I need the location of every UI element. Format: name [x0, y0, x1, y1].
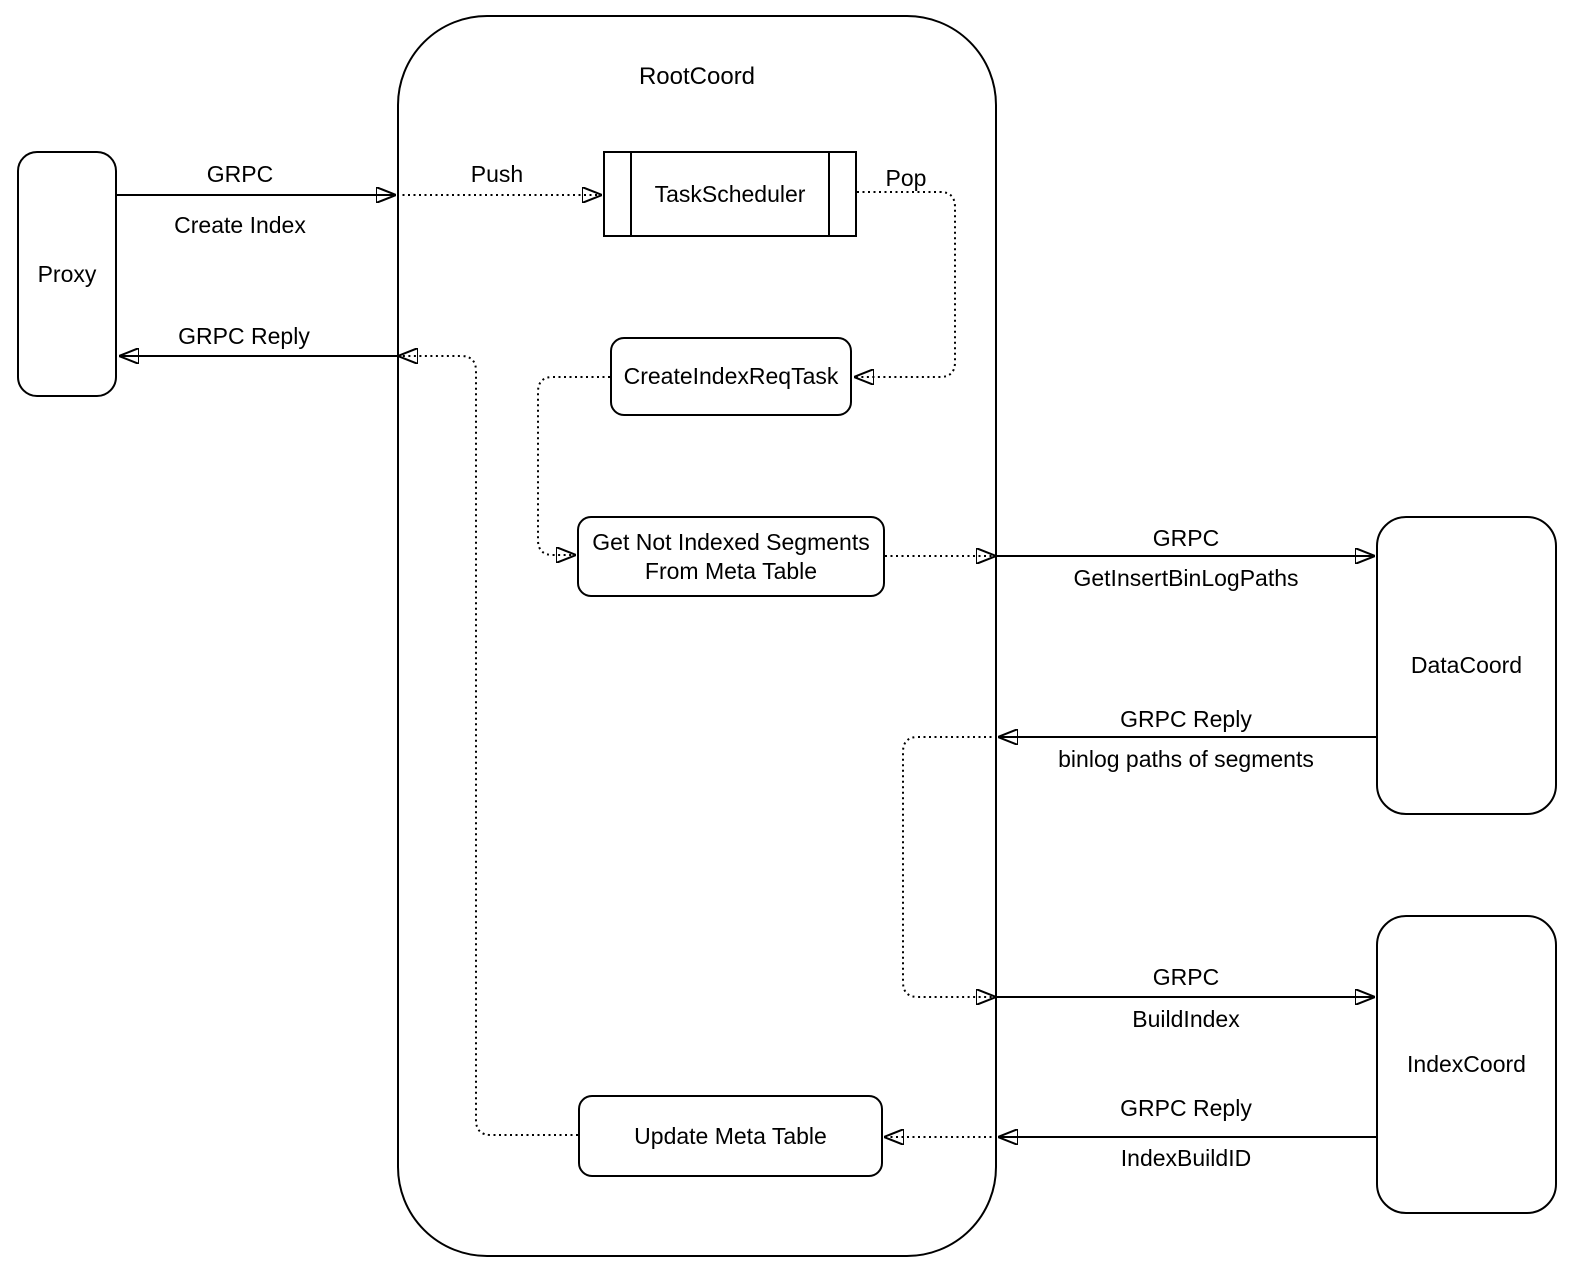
- label-grpc-buildindex-line2: BuildIndex: [1132, 1006, 1240, 1032]
- proxy-label: Proxy: [37, 260, 97, 287]
- proxy-node: Proxy: [17, 151, 117, 397]
- taskscheduler-label: TaskScheduler: [654, 180, 806, 207]
- label-grpc-getinsertbinlog-line1: GRPC: [1152, 525, 1220, 551]
- arrow-task-to-get-not-indexed: [537, 376, 610, 555]
- update-meta-table-label: Update Meta Table: [634, 1122, 827, 1149]
- label-push: Push: [470, 161, 524, 187]
- arrow-binlog-internal-to-buildindex: [902, 736, 997, 997]
- arrow-update-meta-to-grpc-reply: [400, 356, 578, 1136]
- createindexreqtask-node: CreateIndexReqTask: [610, 337, 852, 416]
- createindexreqtask-label: CreateIndexReqTask: [623, 363, 839, 389]
- get-not-indexed-label-line1: Get Not Indexed Segments: [592, 528, 870, 555]
- label-grpc-reply-binlog-line2: binlog paths of segments: [1058, 746, 1314, 772]
- label-grpc-reply-proxy: GRPC Reply: [178, 323, 310, 349]
- taskscheduler-node: TaskScheduler: [603, 151, 857, 237]
- indexcoord-node: IndexCoord: [1376, 915, 1557, 1214]
- rootcoord-title: RootCoord: [638, 63, 756, 90]
- label-grpc-reply-indexbuildid-line2: IndexBuildID: [1120, 1145, 1252, 1171]
- label-grpc-create-index-line1: GRPC: [206, 161, 274, 187]
- label-grpc-create-index-line2: Create Index: [174, 212, 306, 238]
- label-pop: Pop: [885, 165, 927, 191]
- taskscheduler-right-bar: [828, 153, 830, 235]
- label-grpc-reply-indexbuildid-line1: GRPC Reply: [1120, 1095, 1252, 1121]
- arrow-pop-to-createindexreqtask: [856, 191, 956, 377]
- label-grpc-getinsertbinlog-line2: GetInsertBinLogPaths: [1073, 565, 1299, 591]
- datacoord-label: DataCoord: [1410, 652, 1523, 678]
- indexcoord-label: IndexCoord: [1407, 1051, 1526, 1077]
- get-not-indexed-segments-node: Get Not Indexed Segments From Meta Table: [577, 516, 885, 597]
- taskscheduler-left-bar: [630, 153, 632, 235]
- update-meta-table-node: Update Meta Table: [578, 1095, 883, 1177]
- label-grpc-buildindex-line1: GRPC: [1152, 964, 1220, 990]
- label-grpc-reply-binlog-line1: GRPC Reply: [1120, 706, 1252, 732]
- get-not-indexed-label-line2: From Meta Table: [644, 557, 818, 584]
- datacoord-node: DataCoord: [1376, 516, 1557, 815]
